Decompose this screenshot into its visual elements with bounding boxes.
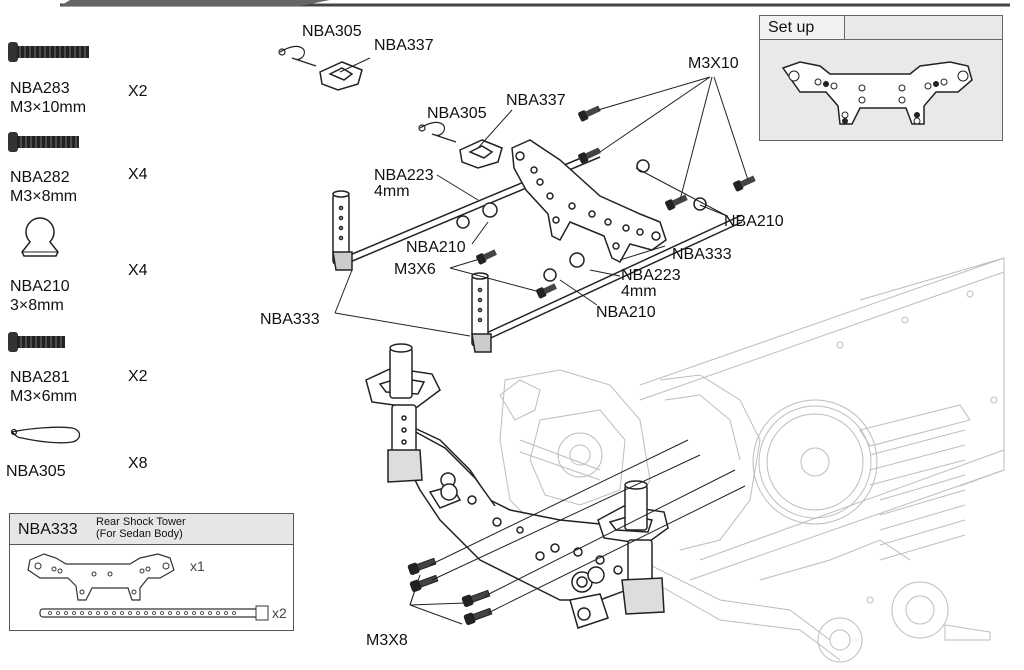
screw-guide-lines <box>409 439 746 625</box>
chassis-drawing <box>499 257 1005 663</box>
part-spec: M3×10mm <box>10 99 87 116</box>
part-code: NBA283 <box>10 80 70 97</box>
product-box: NBA333 Rear Shock Tower (For Sedan Body)… <box>9 513 294 631</box>
part-qty: X2 <box>128 368 148 385</box>
part-code: NBA281 <box>10 369 70 386</box>
product-name-line2: (For Sedan Body) <box>96 528 183 540</box>
part-code: NBA282 <box>10 169 70 186</box>
part-spec: 3×8mm <box>10 297 64 314</box>
header-strip <box>60 0 1010 7</box>
callout-nba210: NBA210 <box>406 239 466 256</box>
callout-nba333: NBA333 <box>672 246 732 263</box>
callout-nba223-size: 4mm <box>621 283 657 300</box>
product-qty-tower: x1 <box>190 558 205 574</box>
setup-header-rule <box>845 39 1002 40</box>
exploded-screws <box>476 105 756 299</box>
callout-m3x10: M3X10 <box>688 55 739 72</box>
callout-nba337: NBA337 <box>506 92 566 109</box>
part-code: NBA305 <box>6 463 66 480</box>
part-code: NBA210 <box>10 278 70 295</box>
lower-shock-tower <box>365 343 669 629</box>
ball-stud-icon <box>21 217 59 257</box>
callout-m3x6: M3X6 <box>394 261 436 278</box>
product-qty-post: x2 <box>272 605 287 621</box>
screw-long-icon <box>8 42 89 62</box>
callout-nba223-size: 4mm <box>374 183 410 200</box>
part-qty: X8 <box>128 455 148 472</box>
leader-lines <box>334 57 749 337</box>
setup-box: Set up <box>759 15 1003 141</box>
callout-nba333: NBA333 <box>260 311 320 328</box>
product-code: NBA333 <box>18 521 78 538</box>
part-spec: M3×8mm <box>10 188 78 205</box>
callout-m3x8: M3X8 <box>366 632 408 649</box>
callout-nba210: NBA210 <box>724 213 784 230</box>
m3x8-screws <box>407 557 493 626</box>
body-clip-icon <box>10 426 81 444</box>
callout-nba210: NBA210 <box>596 304 656 321</box>
product-name-line1: Rear Shock Tower <box>96 516 186 528</box>
product-box-header <box>10 514 293 545</box>
product-parts-drawing <box>27 553 269 621</box>
screw-medium-icon <box>8 132 79 152</box>
part-qty: X4 <box>128 166 148 183</box>
screw-short-icon <box>8 332 65 352</box>
callout-nba305: NBA305 <box>302 23 362 40</box>
callout-nba305: NBA305 <box>427 105 487 122</box>
callout-nba223: NBA223 <box>374 167 434 184</box>
part-qty: X2 <box>128 83 148 100</box>
part-qty: X4 <box>128 262 148 279</box>
part-spec: M3×6mm <box>10 388 78 405</box>
callout-nba337: NBA337 <box>374 37 434 54</box>
callout-nba223: NBA223 <box>621 267 681 284</box>
body-clips-drawing <box>278 45 457 143</box>
setup-title: Set up <box>760 16 845 40</box>
exploded-assembly <box>319 61 743 353</box>
